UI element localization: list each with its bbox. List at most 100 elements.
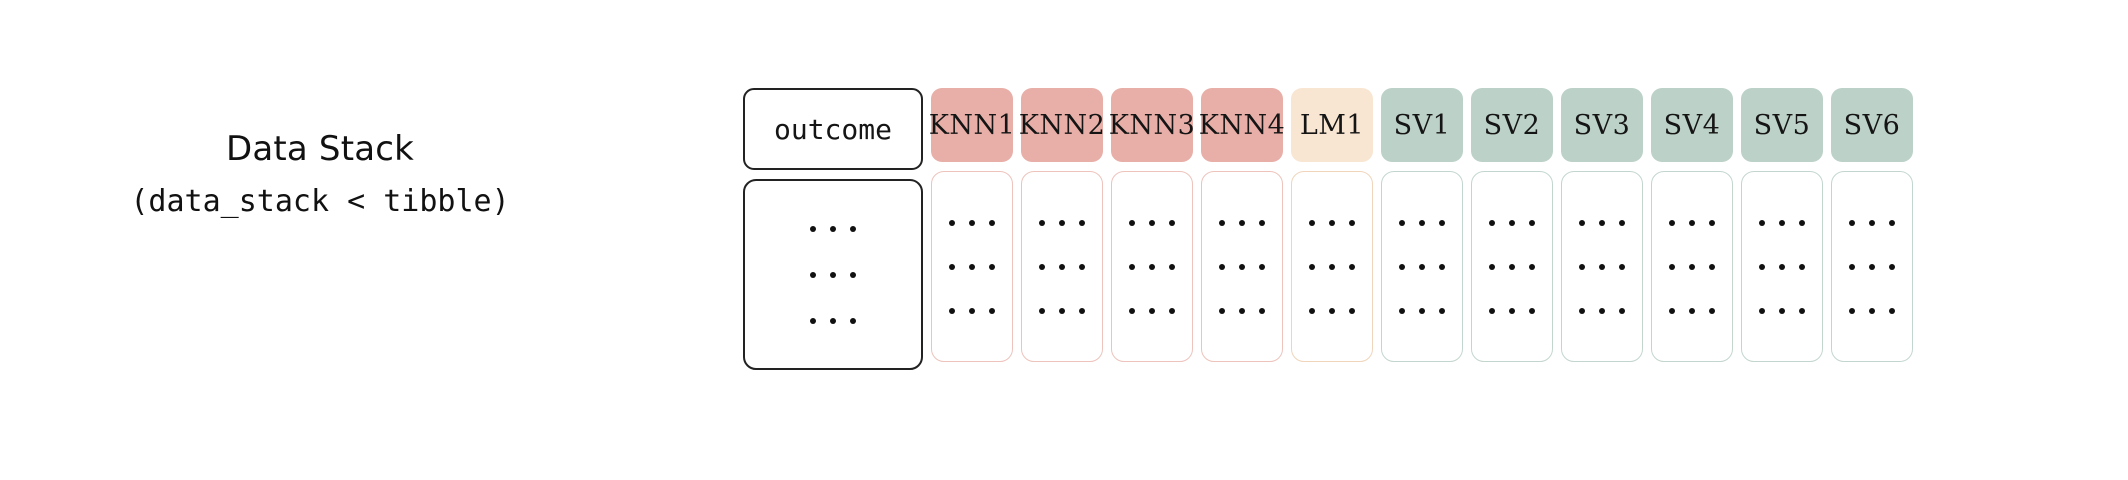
ellipsis-dot (1169, 219, 1175, 226)
ellipsis-dot (1599, 219, 1605, 226)
ellipsis-dot (1059, 307, 1065, 314)
ellipsis-dot (949, 307, 955, 314)
ellipsis-dot (1509, 307, 1515, 314)
ellipsis-dot (1399, 263, 1405, 270)
ellipsis-dot (1529, 307, 1535, 314)
table-row (1662, 289, 1722, 333)
column-header-sv1[interactable]: SV1 (1381, 88, 1463, 162)
column-body-lm1 (1291, 171, 1373, 362)
ellipsis-dot (1149, 307, 1155, 314)
column-body-knn3 (1111, 171, 1193, 362)
ellipsis-dot (1709, 219, 1715, 226)
ellipsis-dot (1219, 307, 1225, 314)
ellipsis-dot (1579, 263, 1585, 270)
ellipsis-dot (969, 263, 975, 270)
ellipsis-dot (1849, 263, 1855, 270)
column-body-outcome (743, 179, 923, 370)
ellipsis-dot (1329, 263, 1335, 270)
table-column-sv2: SV2 (1471, 88, 1553, 362)
column-body-sv1 (1381, 171, 1463, 362)
ellipsis-dot (1419, 307, 1425, 314)
ellipsis-dot (1169, 263, 1175, 270)
column-header-knn1[interactable]: KNN1 (929, 88, 1015, 162)
ellipsis-dot (1709, 307, 1715, 314)
table-column-knn4: KNN4 (1199, 88, 1285, 362)
column-header-sv5[interactable]: SV5 (1741, 88, 1823, 162)
table-row (1302, 289, 1362, 333)
ellipsis-dot (1219, 263, 1225, 270)
ellipsis-dot (1309, 307, 1315, 314)
ellipsis-dot (1889, 263, 1895, 270)
column-header-sv2[interactable]: SV2 (1471, 88, 1553, 162)
ellipsis-dot (1799, 307, 1805, 314)
table-column-knn1: KNN1 (929, 88, 1015, 362)
ellipsis-dot (830, 271, 836, 278)
ellipsis-dot (1869, 263, 1875, 270)
table-row (803, 206, 863, 252)
ellipsis-dot (1149, 219, 1155, 226)
ellipsis-dot (1309, 263, 1315, 270)
ellipsis-dot (810, 225, 816, 232)
column-header-sv6[interactable]: SV6 (1831, 88, 1913, 162)
table-row (1572, 245, 1632, 289)
column-header-lm1[interactable]: LM1 (1291, 88, 1373, 162)
table-row (1842, 245, 1902, 289)
ellipsis-dot (949, 219, 955, 226)
ellipsis-dot (969, 219, 975, 226)
column-body-sv3 (1561, 171, 1643, 362)
ellipsis-dot (1129, 263, 1135, 270)
column-header-outcome[interactable]: outcome (743, 88, 923, 170)
ellipsis-dot (1509, 263, 1515, 270)
column-header-knn2[interactable]: KNN2 (1019, 88, 1105, 162)
column-body-sv4 (1651, 171, 1733, 362)
column-body-sv5 (1741, 171, 1823, 362)
column-header-sv4[interactable]: SV4 (1651, 88, 1733, 162)
ellipsis-dot (1079, 219, 1085, 226)
table-row (1392, 201, 1452, 245)
table-column-knn2: KNN2 (1019, 88, 1105, 362)
table-row (1482, 201, 1542, 245)
ellipsis-dot (1689, 307, 1695, 314)
ellipsis-dot (1309, 219, 1315, 226)
ellipsis-dot (1759, 263, 1765, 270)
table-row (942, 289, 1002, 333)
table-row (1752, 289, 1812, 333)
column-header-sv3[interactable]: SV3 (1561, 88, 1643, 162)
table-row (1032, 201, 1092, 245)
ellipsis-dot (1759, 307, 1765, 314)
table-row (1122, 201, 1182, 245)
table-row (1662, 245, 1722, 289)
ellipsis-dot (1169, 307, 1175, 314)
ellipsis-dot (1329, 219, 1335, 226)
ellipsis-dot (830, 225, 836, 232)
ellipsis-dot (1669, 263, 1675, 270)
ellipsis-dot (810, 317, 816, 324)
table-row (1842, 201, 1902, 245)
table-row (1482, 245, 1542, 289)
ellipsis-dot (1239, 263, 1245, 270)
ellipsis-dot (1779, 219, 1785, 226)
caption-subtitle: (data_stack < tibble) (130, 183, 510, 219)
ellipsis-dot (1219, 219, 1225, 226)
ellipsis-dot (1079, 307, 1085, 314)
ellipsis-dot (1349, 263, 1355, 270)
table-row (942, 201, 1002, 245)
table-column-lm1: LM1 (1291, 88, 1373, 362)
ellipsis-dot (1399, 307, 1405, 314)
table-row (1122, 245, 1182, 289)
ellipsis-dot (989, 263, 995, 270)
ellipsis-dot (1869, 219, 1875, 226)
ellipsis-dot (850, 271, 856, 278)
column-header-knn3[interactable]: KNN3 (1109, 88, 1195, 162)
ellipsis-dot (1889, 307, 1895, 314)
column-header-knn4[interactable]: KNN4 (1199, 88, 1285, 162)
ellipsis-dot (830, 317, 836, 324)
ellipsis-dot (1669, 219, 1675, 226)
table-row (1212, 289, 1272, 333)
table-column-sv4: SV4 (1651, 88, 1733, 362)
ellipsis-dot (1799, 219, 1805, 226)
ellipsis-dot (1709, 263, 1715, 270)
ellipsis-dot (1779, 263, 1785, 270)
table-row (1572, 289, 1632, 333)
